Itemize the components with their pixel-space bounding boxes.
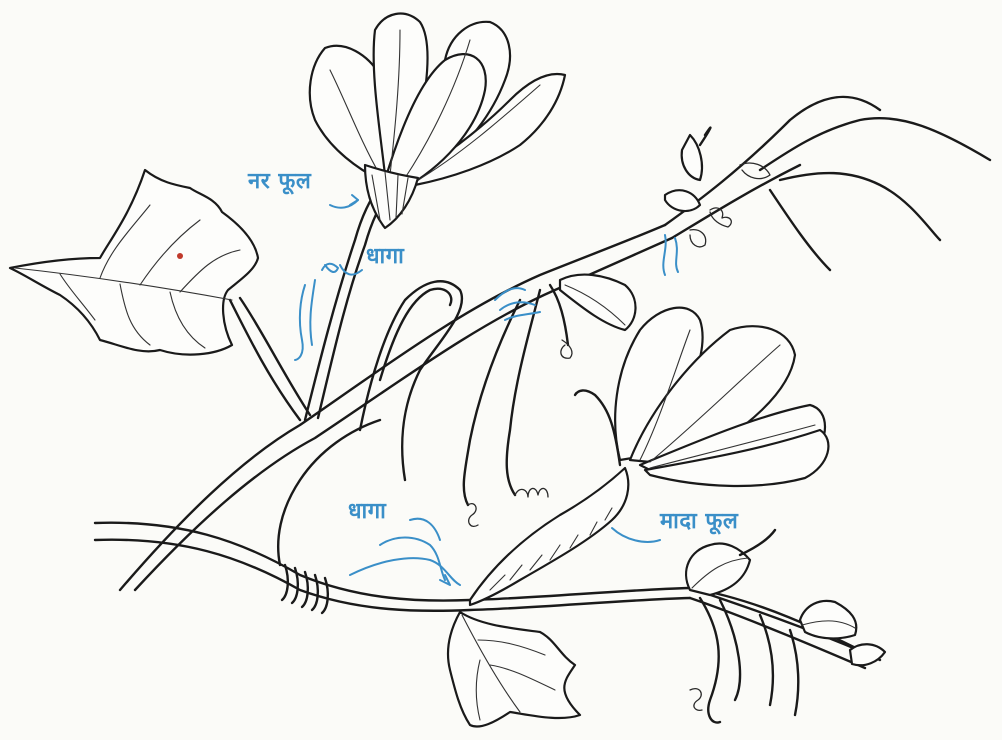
male-flower-label: नर फूल	[248, 165, 311, 195]
left-leaf	[10, 170, 258, 355]
tendrils-upper	[360, 275, 636, 527]
thread-label-bottom: धागा	[348, 495, 386, 525]
thread-label-top: धागा	[366, 240, 404, 270]
bottom-leaf	[448, 612, 580, 727]
female-flower-label: मादा फूल	[660, 505, 738, 535]
tendrils-top-right	[665, 118, 990, 270]
male-flower	[310, 14, 565, 228]
lower-right-shoots	[686, 530, 885, 723]
